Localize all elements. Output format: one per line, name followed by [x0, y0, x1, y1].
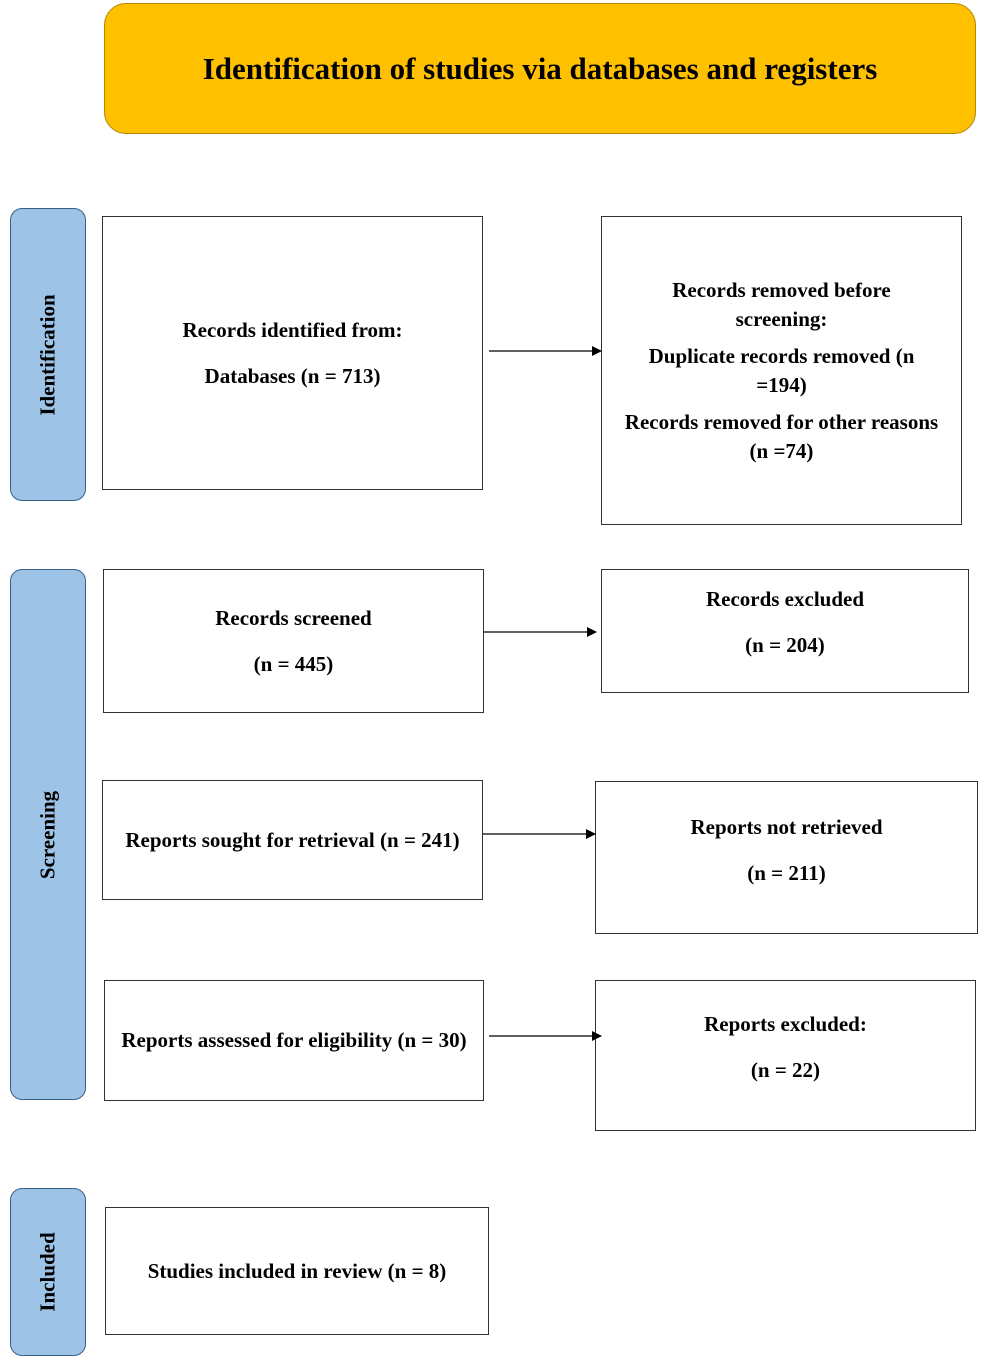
records-excluded-count: (n = 204)	[745, 633, 825, 657]
reports-sought-box: Reports sought for retrieval (n = 241)	[102, 780, 483, 900]
reports-excluded-label: Reports excluded:	[704, 1012, 867, 1036]
records-removed-other: Records removed for other reasons (n =74…	[624, 409, 939, 463]
reports-not-retrieved-count: (n = 211)	[747, 861, 826, 885]
header-banner: Identification of studies via databases …	[104, 3, 976, 134]
records-identified-databases: Databases (n = 713)	[204, 363, 381, 388]
records-identified-heading: Records identified from:	[182, 317, 403, 342]
records-screened-box: Records screened (n = 445)	[103, 569, 484, 713]
records-excluded-box: Records excluded (n = 204)	[601, 569, 969, 693]
records-excluded-label: Records excluded	[705, 587, 865, 611]
studies-included-label: Studies included in review (n = 8)	[147, 1258, 447, 1283]
reports-excluded-box: Reports excluded: (n = 22)	[595, 980, 976, 1131]
reports-excluded-count: (n = 22)	[750, 1058, 821, 1082]
records-screened-count: (n = 445)	[253, 651, 334, 676]
phase-screening: Screening	[10, 569, 86, 1100]
records-screened-label: Records screened	[215, 605, 372, 630]
studies-included-box: Studies included in review (n = 8)	[105, 1207, 489, 1335]
phase-identification: Identification	[10, 208, 86, 501]
records-identified-box: Records identified from: Databases (n = …	[102, 216, 483, 490]
records-removed-heading: Records removed before screening:	[672, 277, 891, 331]
records-removed-box: Records removed before screening: Duplic…	[601, 216, 962, 525]
reports-not-retrieved-label: Reports not retrieved	[690, 815, 883, 839]
reports-assessed-label: Reports assessed for eligibility (n = 30…	[121, 1028, 467, 1052]
duplicate-records-removed: Duplicate records removed (n =194)	[648, 343, 915, 397]
reports-assessed-box: Reports assessed for eligibility (n = 30…	[104, 980, 484, 1101]
phase-included: Included	[10, 1188, 86, 1356]
reports-sought-label: Reports sought for retrieval (n = 241)	[125, 827, 460, 852]
header-title: Identification of studies via databases …	[202, 50, 878, 86]
reports-not-retrieved-box: Reports not retrieved (n = 211)	[595, 781, 978, 934]
